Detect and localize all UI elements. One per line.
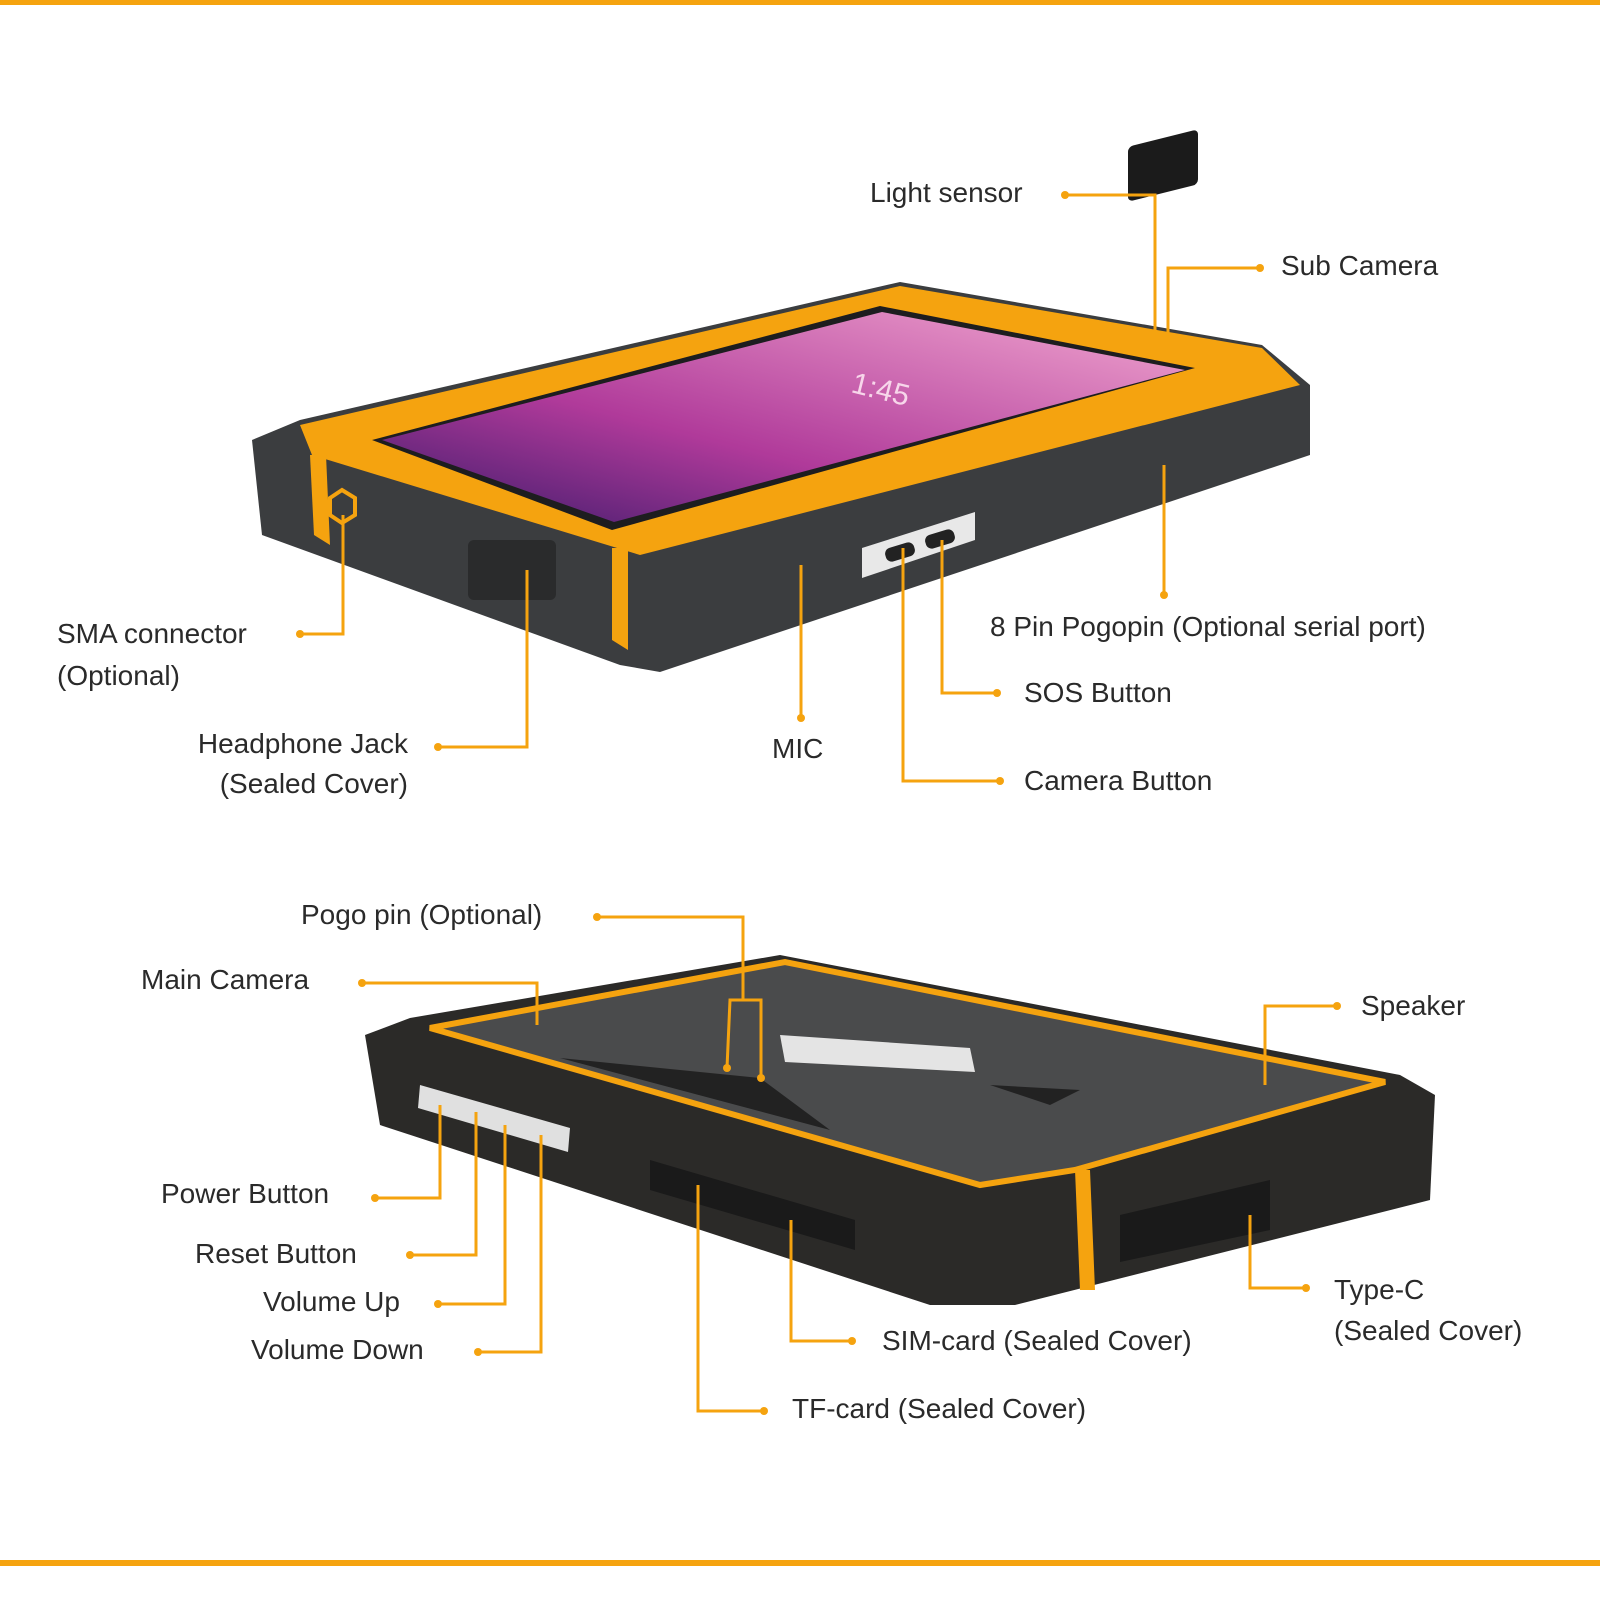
label-sub-camera: Sub Camera <box>1281 250 1439 281</box>
label-sma-connector-note: (Optional) <box>57 660 180 691</box>
label-8-pin-pogopin: 8 Pin Pogopin (Optional serial port) <box>990 611 1426 642</box>
label-light-sensor: Light sensor <box>870 177 1023 208</box>
label-type-c: Type-C <box>1334 1274 1425 1305</box>
label-reset-button: Reset Button <box>195 1238 357 1269</box>
label-sim-card: SIM-card (Sealed Cover) <box>882 1325 1192 1356</box>
label-power-button: Power Button <box>161 1178 330 1209</box>
label-mic: MIC <box>772 733 824 764</box>
label-headphone-jack: Headphone Jack <box>197 728 408 759</box>
leader-lines <box>300 193 1337 1413</box>
headphone-cover <box>468 540 556 600</box>
button-plate <box>862 512 975 578</box>
leader-dots <box>296 191 1341 1415</box>
type-c-cover <box>1120 1180 1270 1262</box>
label-type-c-note: (Sealed Cover) <box>1334 1315 1523 1346</box>
label-sos-button: SOS Button <box>1024 677 1172 708</box>
label-pogo-pin: Pogo pin (Optional) <box>301 899 543 930</box>
label-camera-button: Camera Button <box>1024 765 1213 796</box>
bottom-accent-bar <box>0 1560 1600 1566</box>
tablet-back-view <box>365 955 1435 1305</box>
label-headphone-jack-note: (Sealed Cover) <box>219 768 408 799</box>
tablet-front-view: 1:45 <box>252 130 1310 672</box>
side-buttons-plate <box>418 1085 570 1152</box>
sma-connector-icon <box>328 487 357 526</box>
label-plate <box>780 1035 975 1072</box>
label-sma-connector: SMA connector <box>57 618 247 649</box>
pogopin-8 <box>1128 130 1198 201</box>
label-volume-down: Volume Down <box>251 1334 424 1365</box>
label-volume-up: Volume Up <box>263 1286 400 1317</box>
label-main-camera: Main Camera <box>141 964 310 995</box>
label-tf-card: TF-card (Sealed Cover) <box>792 1393 1087 1424</box>
top-accent-bar <box>0 0 1600 5</box>
screen <box>382 312 1185 522</box>
label-speaker: Speaker <box>1361 990 1466 1021</box>
card-slots <box>650 1160 855 1250</box>
